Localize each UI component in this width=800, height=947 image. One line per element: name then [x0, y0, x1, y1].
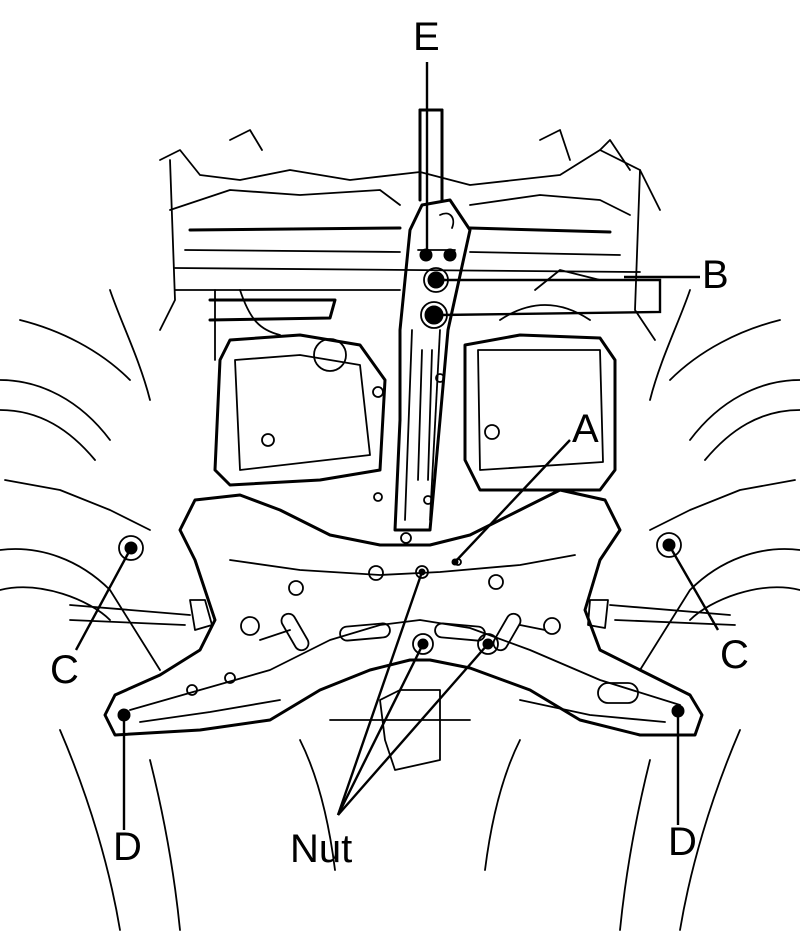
label-c-right: C: [720, 633, 749, 677]
suspension-crossmember: [103, 488, 704, 771]
lower-arms: [0, 479, 800, 671]
leader-lines: [74, 62, 720, 830]
label-nut: Nut: [290, 827, 352, 871]
label-b: B: [702, 253, 729, 297]
label-d-right: D: [668, 820, 697, 864]
center-member-brace: [372, 108, 472, 532]
label-d-left: D: [113, 825, 142, 869]
label-a: A: [572, 407, 599, 451]
labels: E B A C C D D Nut: [50, 15, 749, 871]
label-c-left: C: [50, 648, 79, 692]
transmission-pan: [463, 269, 617, 492]
vehicle-body-outline: [0, 129, 800, 931]
label-e: E: [413, 15, 440, 59]
engine-oil-pan: [208, 289, 387, 487]
